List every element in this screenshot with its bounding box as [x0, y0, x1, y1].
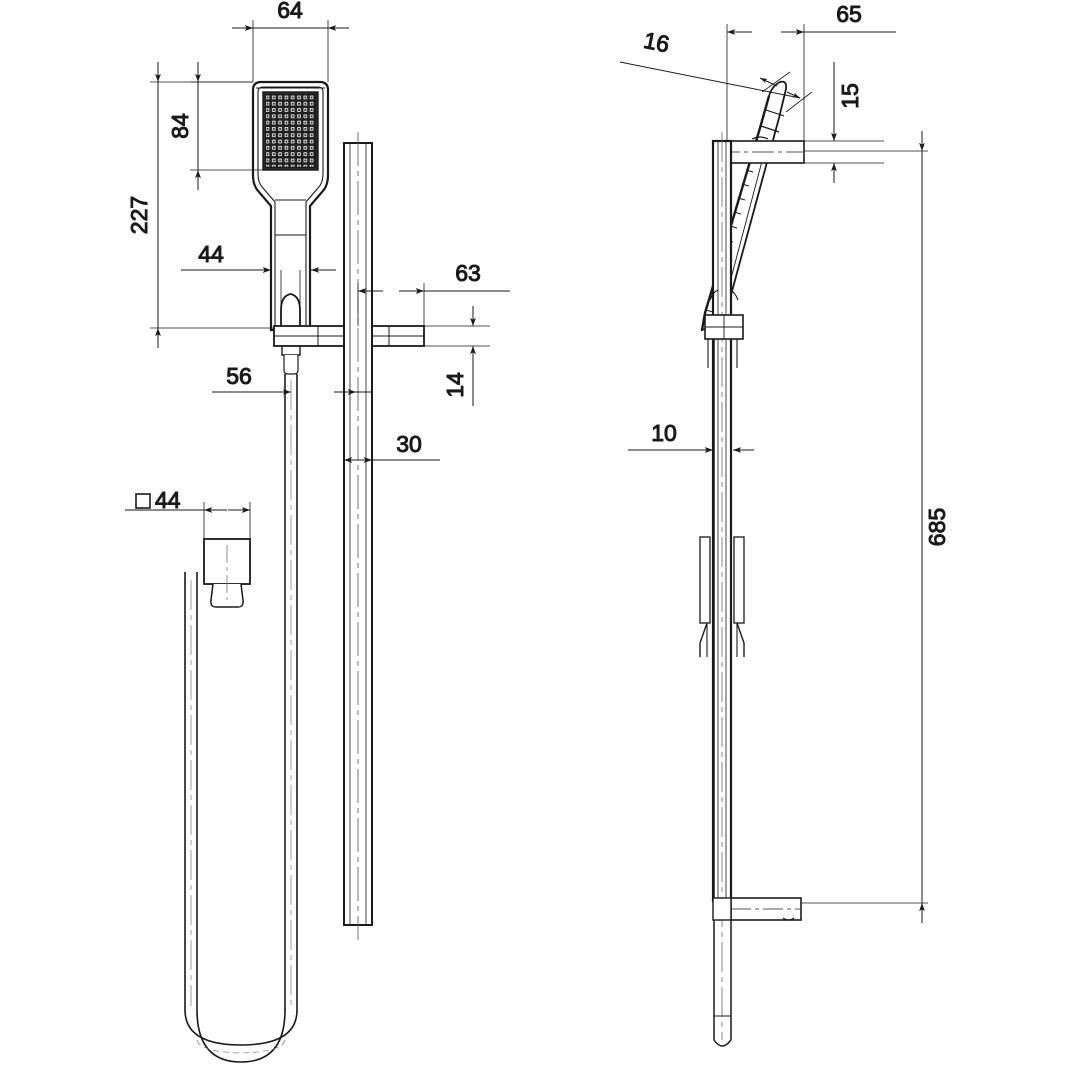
dimension-label-16: 16 [641, 27, 671, 57]
dimension-label-15: 15 [837, 83, 863, 109]
dimension-685: 685 [801, 131, 951, 923]
dimension-label-44-handle: 44 [198, 241, 224, 267]
dimension-65: 65 [726, 1, 896, 141]
dimension-64: 64 [232, 0, 349, 82]
dimension-44-square: 44 [125, 487, 251, 539]
dimension-label-63: 63 [455, 260, 481, 286]
dimension-14: 14 [424, 306, 490, 406]
dimension-56: 56 [212, 363, 372, 395]
handshower-head-front [251, 80, 330, 332]
slide-rail-front [343, 132, 373, 940]
dimension-15: 15 [804, 62, 884, 183]
hose-side [713, 330, 732, 1047]
side-view: 16 65 15 10 [619, 1, 951, 1047]
dimension-227: 227 [126, 62, 274, 348]
dimension-label-84: 84 [167, 113, 193, 139]
hose-wall-connector [203, 538, 251, 608]
dimension-label-65: 65 [836, 1, 862, 27]
handshower-holder-cradle [280, 293, 301, 375]
dimension-30: 30 [344, 431, 440, 463]
dimension-label-64: 64 [277, 0, 303, 23]
lower-wall-bracket [712, 897, 802, 921]
dimension-label-56: 56 [226, 363, 252, 389]
upper-slider-collar [704, 289, 744, 368]
dimension-63: 63 [357, 260, 510, 326]
dimension-84: 84 [167, 62, 263, 190]
dimension-label-30: 30 [396, 431, 422, 457]
dimension-16: 16 [619, 26, 813, 113]
dimension-label-10: 10 [651, 420, 677, 446]
dimension-label-227: 227 [126, 196, 152, 234]
bracket-arm-side [717, 136, 805, 164]
mid-slider-clamp [699, 536, 745, 657]
dimension-label-14: 14 [442, 372, 468, 398]
dimension-44-handle: 44 [181, 241, 336, 273]
dimension-10: 10 [628, 420, 754, 453]
front-view: 64 84 227 44 [125, 0, 510, 1063]
nozzle-grid [265, 94, 316, 168]
square-symbol-icon [135, 493, 151, 509]
dimension-label-44-square: 44 [155, 487, 181, 513]
hose-front [184, 374, 298, 1063]
dimension-label-685: 685 [924, 508, 950, 546]
